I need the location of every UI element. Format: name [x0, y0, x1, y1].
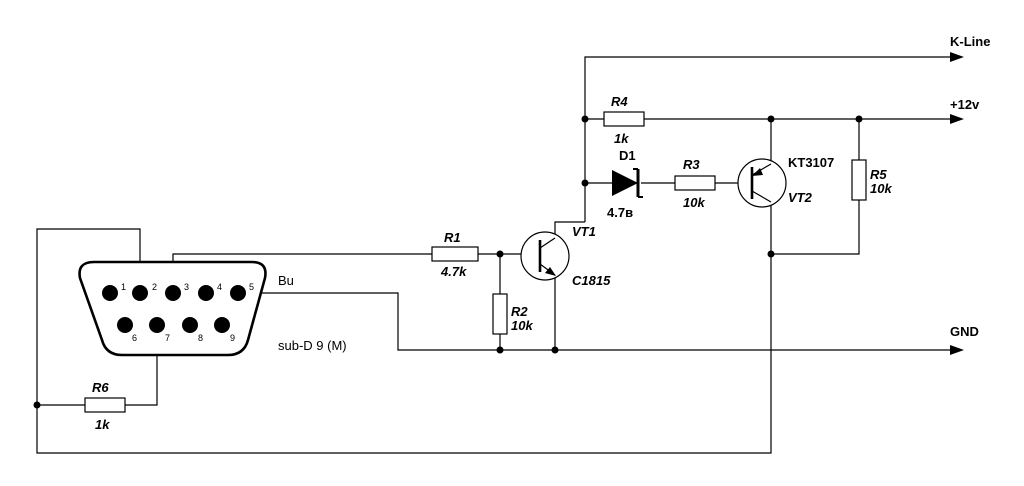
r1-ref: R1 — [444, 230, 461, 245]
r3-value: 10k — [683, 195, 705, 210]
db9-pin-2-label: 2 — [152, 282, 157, 292]
db9-pin-4-dot — [198, 285, 214, 301]
junction-r6-loop — [33, 401, 41, 409]
db9-pin-9-label: 9 — [230, 333, 235, 343]
junction-vt1-gnd — [551, 346, 559, 354]
junctions — [33, 115, 863, 409]
db9-pin-5-label: 5 — [249, 282, 254, 292]
db9-shell — [78, 260, 267, 357]
connector-label: sub-D 9 (M) — [278, 338, 347, 353]
wire-kline — [584, 56, 950, 222]
db9-pin-3-dot — [165, 285, 181, 301]
transistor-vt2 — [737, 158, 787, 208]
zener-diode-d1 — [612, 168, 643, 198]
transistor-vt1 — [520, 231, 570, 281]
net-label-12v: +12v — [950, 97, 980, 112]
gnd-arrow — [950, 345, 964, 355]
db9-pin-7-label: 7 — [165, 333, 170, 343]
wires — [36, 56, 950, 454]
kline-arrow — [950, 52, 964, 62]
db9-pin-4-label: 4 — [217, 282, 222, 292]
r3-ref: R3 — [683, 157, 700, 172]
d1-ref: D1 — [619, 148, 636, 163]
db9-pin-2-dot — [132, 285, 148, 301]
db9-pin-7-dot — [149, 317, 165, 333]
resistor-r5 — [851, 159, 867, 201]
junction-r1-r2 — [496, 250, 504, 258]
db9-pin-8-label: 8 — [198, 333, 203, 343]
net-label-kline: K-Line — [950, 34, 990, 49]
wire-r5-bottom — [771, 200, 860, 255]
r5-ref: R5 — [870, 167, 887, 182]
junction-kline-12v — [581, 115, 589, 123]
wire-gnd — [240, 292, 950, 351]
db9-pin-1-dot — [102, 285, 118, 301]
net-label-gnd: GND — [950, 324, 979, 339]
db9-pin-9-dot — [214, 317, 230, 333]
bu-label: Bu — [278, 273, 294, 288]
junction-r2-gnd — [496, 346, 504, 354]
r1-value: 4.7k — [440, 264, 467, 279]
wire-vt1-collector — [554, 221, 585, 238]
d1-value: 4.7в — [607, 205, 633, 220]
r2-value: 10k — [511, 318, 533, 333]
resistor-r2 — [492, 293, 508, 335]
r4-ref: R4 — [611, 94, 628, 109]
r4-value: 1k — [614, 131, 629, 146]
junction-12v-vt2 — [767, 115, 775, 123]
vt2-ref: VT2 — [788, 190, 813, 205]
resistor-r4 — [603, 111, 645, 127]
r6-value: 1k — [95, 417, 110, 432]
db9-connector: 1 2 3 4 5 6 7 8 9 — [78, 260, 267, 357]
r5-value: 10k — [870, 181, 892, 196]
junction-kline-zener — [581, 179, 589, 187]
resistor-r1 — [431, 246, 479, 262]
v12-arrow — [950, 114, 964, 124]
resistor-r6 — [84, 397, 126, 413]
junction-12v-r5 — [855, 115, 863, 123]
r6-ref: R6 — [92, 380, 109, 395]
vt1-ref: VT1 — [572, 224, 596, 239]
db9-pin-6-label: 6 — [132, 333, 137, 343]
db9-pin-3-label: 3 — [184, 282, 189, 292]
vt1-value: C1815 — [572, 273, 611, 288]
vt2-value: KT3107 — [788, 155, 834, 170]
db9-pin-1-label: 1 — [121, 282, 126, 292]
db9-pin-5-dot — [230, 285, 246, 301]
r2-ref: R2 — [511, 304, 528, 319]
db9-pin-6-dot — [117, 317, 133, 333]
junction-r5-collector — [767, 250, 775, 258]
db9-pin-8-dot — [182, 317, 198, 333]
wire-vt2-collector — [36, 202, 772, 454]
resistor-r3 — [674, 175, 716, 191]
